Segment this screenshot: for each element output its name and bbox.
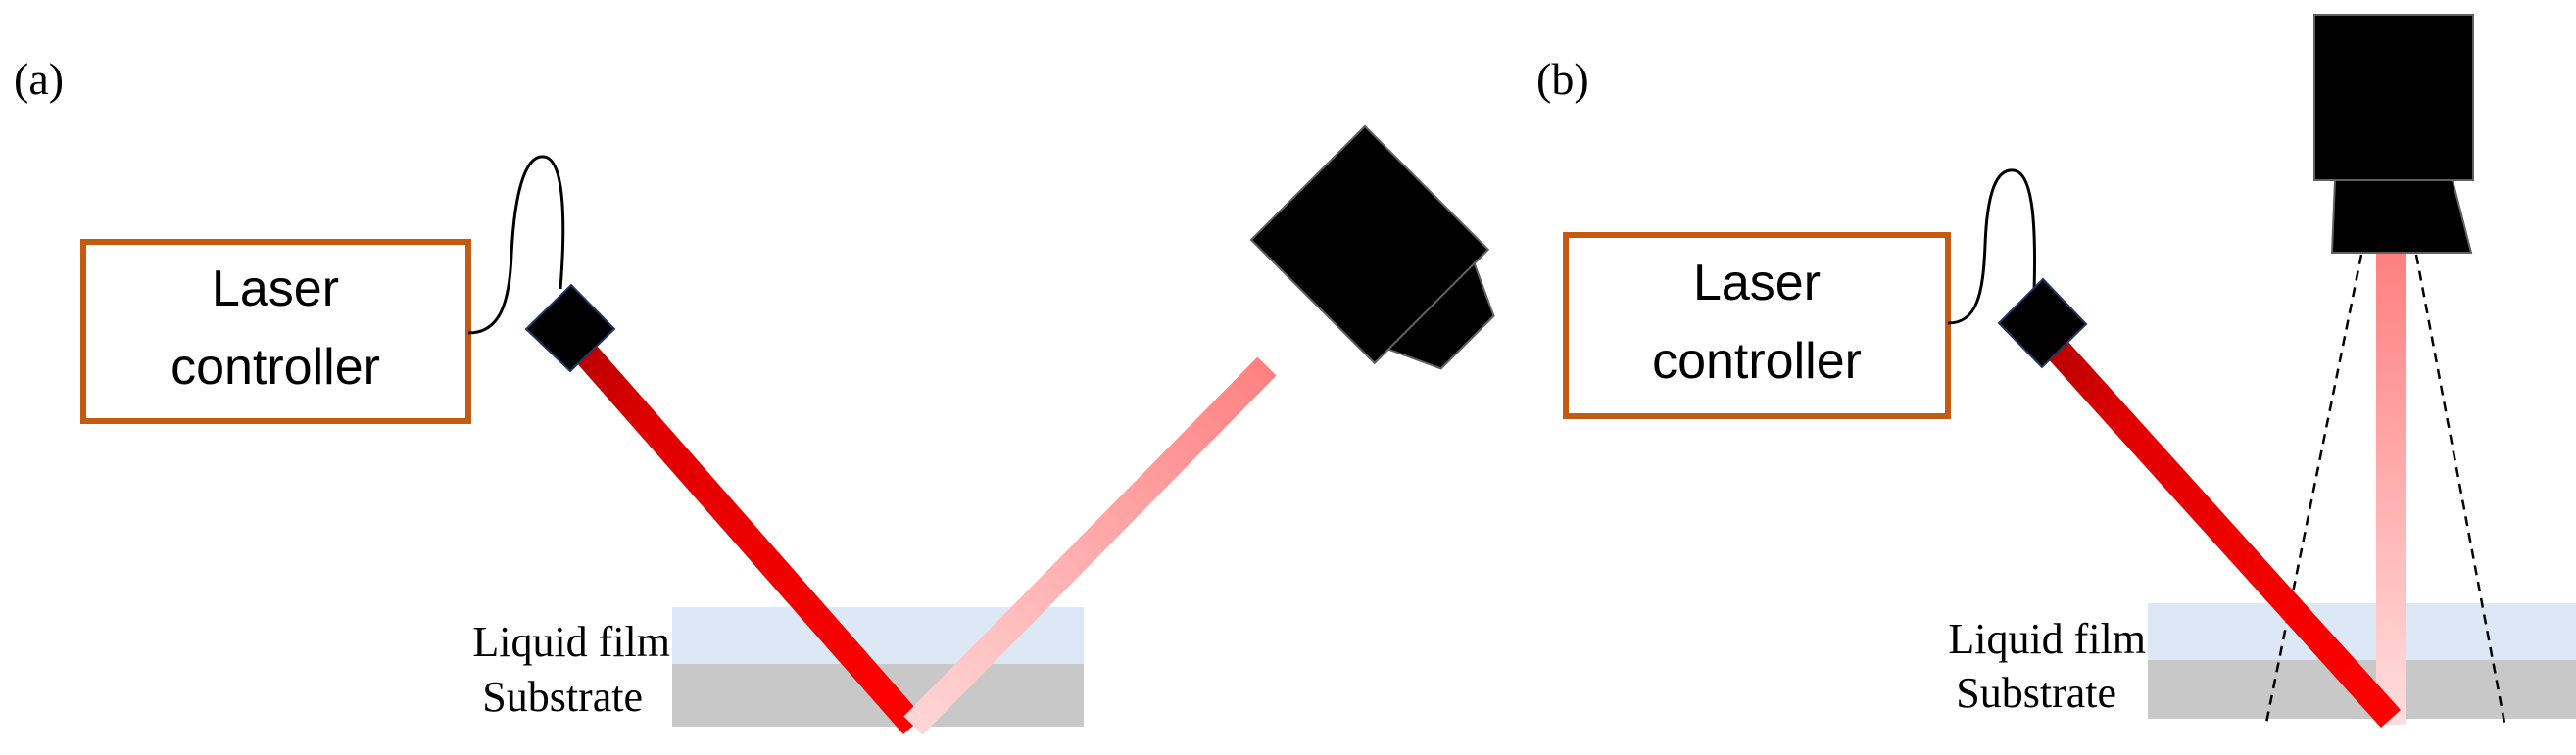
incident-laser-beam [2027, 318, 2402, 729]
laser-controller-label-line1: Laser [212, 260, 339, 317]
camera-field-of-view-left [2264, 254, 2363, 724]
liquid-film-layer [2148, 603, 2576, 660]
panel-b: (b) Laser controller Liquid film Substra… [1536, 14, 2576, 729]
laser-controller-label-line2: controller [1652, 333, 1862, 390]
camera-icon [1249, 124, 1495, 370]
laser-cable [1947, 168, 2037, 325]
camera-field-of-view-right [2414, 254, 2506, 724]
substrate-label: Substrate [482, 673, 643, 721]
panel-a: (a) Laser controller Liquid film Substra… [14, 54, 1495, 735]
substrate-label: Substrate [1956, 669, 2116, 717]
liquid-film-label: Liquid film [1948, 615, 2146, 663]
panel-b-label: (b) [1536, 54, 1589, 104]
laser-controller-box [1563, 232, 1951, 419]
panel-a-label: (a) [14, 54, 64, 104]
laser-controller-label-line1: Laser [1693, 255, 1821, 311]
laser-head [1997, 277, 2088, 369]
reflected-laser-beam [903, 356, 1277, 735]
incident-laser-beam [555, 321, 924, 734]
laser-cable [467, 155, 565, 335]
reflected-laser-beam [2376, 253, 2406, 725]
camera-icon [2313, 14, 2474, 254]
laser-head [524, 283, 616, 373]
laser-controller-label-line2: controller [170, 339, 380, 396]
liquid-film-label: Liquid film [472, 618, 670, 666]
